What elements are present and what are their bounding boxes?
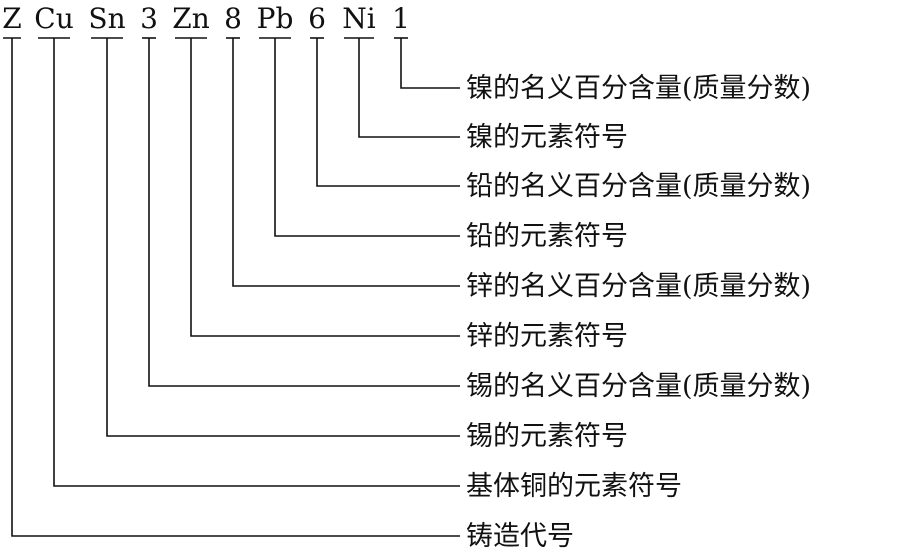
code-token-pb: Pb bbox=[257, 2, 294, 35]
connector-ni bbox=[358, 38, 460, 138]
label-zn-symbol: 锌的元素符号 bbox=[466, 321, 628, 352]
connector-pb bbox=[274, 38, 460, 237]
code-token-zn: Zn bbox=[172, 2, 210, 35]
connector-ni-percent bbox=[400, 38, 460, 89]
label-pb-symbol: 铅的元素符号 bbox=[466, 221, 628, 252]
label-sn-percent: 锡的名义百分含量(质量分数) bbox=[466, 371, 811, 402]
code-token-zn-percent: 8 bbox=[224, 2, 242, 35]
connector-zn bbox=[190, 38, 460, 337]
label-zn-percent: 锌的名义百分含量(质量分数) bbox=[466, 271, 811, 302]
label-pb-percent: 铅的名义百分含量(质量分数) bbox=[466, 171, 811, 202]
code-token-sn-percent: 3 bbox=[140, 2, 158, 35]
connector-sn-percent bbox=[148, 38, 460, 387]
code-token-ni: Ni bbox=[342, 2, 376, 35]
label-cu-symbol: 基体铜的元素符号 bbox=[466, 471, 682, 502]
code-token-cu: Cu bbox=[34, 2, 73, 35]
label-casting-code: 铸造代号 bbox=[466, 521, 574, 551]
connector-z bbox=[11, 38, 460, 537]
code-token-pb-percent: 6 bbox=[308, 2, 326, 35]
code-token-sn: Sn bbox=[88, 2, 125, 35]
code-token-ni-percent: 1 bbox=[392, 2, 410, 35]
connector-zn-percent bbox=[232, 38, 460, 287]
label-ni-symbol: 镍的元素符号 bbox=[466, 122, 628, 153]
code-row: Z Cu Sn 3 Zn 8 Pb 6 Ni 1 bbox=[2, 2, 410, 35]
label-ni-percent: 镍的名义百分含量(质量分数) bbox=[466, 73, 811, 104]
connector-pb-percent bbox=[316, 38, 460, 187]
code-token-z: Z bbox=[2, 2, 21, 35]
connector-cu bbox=[53, 38, 460, 487]
connector-sn bbox=[106, 38, 460, 437]
explanation-labels: 镍的名义百分含量(质量分数) 镍的元素符号 铅的名义百分含量(质量分数) 铅的元… bbox=[466, 73, 811, 551]
connector-lines bbox=[11, 38, 460, 537]
label-sn-symbol: 锡的元素符号 bbox=[466, 421, 628, 452]
